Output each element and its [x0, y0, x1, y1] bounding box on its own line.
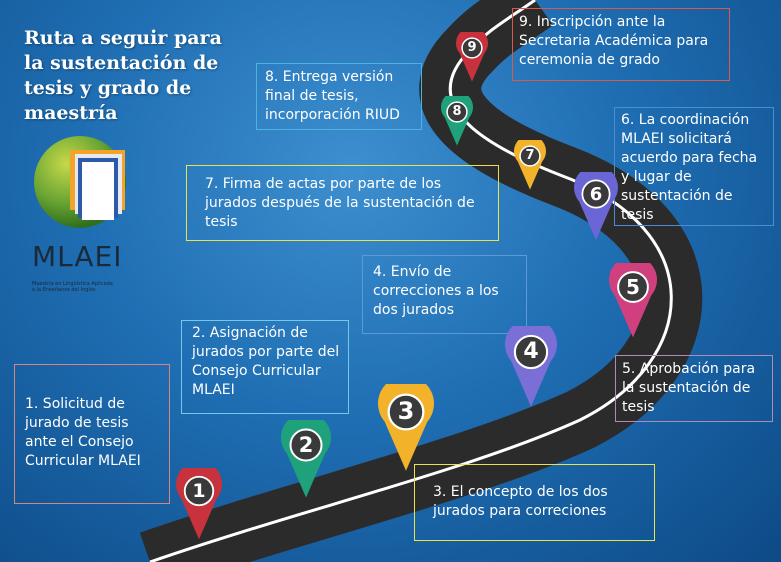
pin-number: 5: [626, 274, 640, 299]
step-box-5: 5. Aprobación para la sustentación de te…: [615, 355, 773, 422]
map-pin-icon-6: 6: [574, 165, 618, 241]
step-box-7: 7. Firma de actas por parte de los jurad…: [186, 165, 499, 241]
map-pin-icon-9: 9: [456, 27, 488, 82]
pin-number: 4: [523, 339, 539, 365]
step-box-3: 3. El concepto de los dos jurados para c…: [414, 464, 655, 541]
map-pin-icon-5: 5: [609, 255, 657, 338]
page-title: Ruta a seguir para la sustentación de te…: [24, 27, 222, 124]
pin-number: 2: [298, 433, 314, 457]
step-box-2: 2. Asignación de jurados por parte del C…: [181, 320, 349, 414]
book-logo-icon: [34, 136, 126, 228]
logo-name: MLAEI: [32, 240, 123, 273]
pin-number: 9: [467, 40, 477, 56]
pin-number: 3: [397, 397, 415, 426]
pin-number: 6: [589, 183, 603, 205]
step-box-4: 4. Envío de correcciones a los dos jurad…: [362, 255, 527, 334]
map-pin-icon-8: 8: [441, 91, 473, 146]
pin-number: 1: [192, 480, 206, 503]
pin-number: 7: [525, 148, 535, 164]
map-pin-icon-7: 7: [514, 135, 546, 190]
step-box-1: 1. Solicitud de jurado de tesis ante el …: [14, 364, 170, 504]
map-pin-icon-2: 2: [281, 412, 331, 498]
logo-subtitle: Maestría en Lingüística Aplicada a la En…: [32, 281, 113, 293]
map-pin-icon-1: 1: [176, 461, 222, 540]
step-box-8: 8. Entrega versión final de tesis, incor…: [256, 63, 422, 130]
step-box-6: 6. La coordinación MLAEI solicitará acue…: [614, 107, 774, 226]
step-box-9: 9. Inscripción ante la Secretaria Académ…: [512, 8, 730, 81]
map-pin-icon-3: 3: [378, 375, 434, 471]
pin-number: 8: [452, 104, 462, 120]
map-pin-icon-4: 4: [505, 318, 557, 407]
